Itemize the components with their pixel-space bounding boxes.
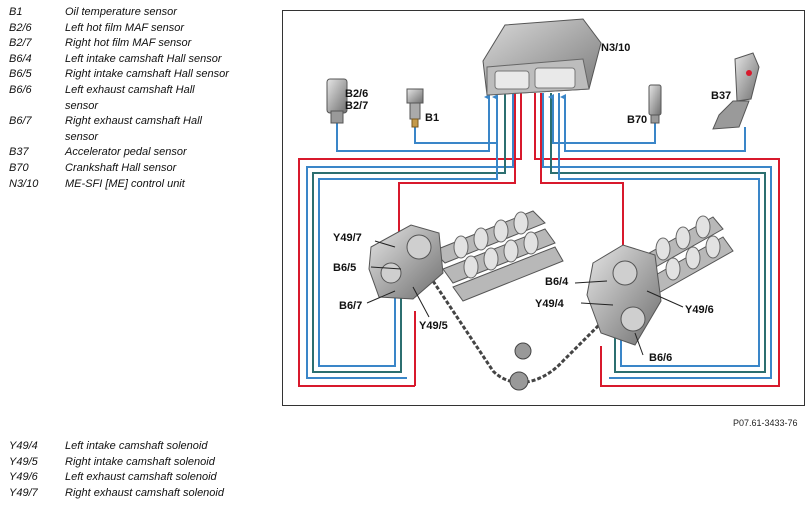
legend-description: Right intake camshaft solenoid [65, 455, 215, 468]
label-b37: B37 [711, 90, 731, 102]
legend-description: Accelerator pedal sensor [65, 146, 187, 159]
legend-row: Y49/4 Left intake camshaft solenoid [9, 439, 255, 455]
label-b70: B70 [627, 114, 647, 126]
wire-b37 [560, 94, 746, 152]
sensor-b37-pedal-graphic [712, 52, 760, 130]
label-y49-5: Y49/5 [419, 320, 448, 332]
label-y49-6: Y49/6 [685, 304, 714, 316]
legend-description: Oil temperature sensor [65, 6, 177, 18]
legend-code: B6/5 [9, 68, 32, 81]
wire-b2 [336, 94, 490, 152]
engine-camshafts-graphic [368, 210, 734, 391]
legend-code: B70 [9, 161, 29, 174]
legend-description: ME-SFI [ME] control unit [65, 177, 185, 190]
sensor-b1-graphic [406, 88, 424, 128]
legend-code: B2/6 [9, 21, 32, 34]
wire-right-blue-1 [542, 93, 772, 379]
ecu-n3-10-graphic [482, 18, 602, 96]
legend-row: Y49/7 Right exhaust camshaft solenoid [9, 486, 255, 502]
legend-description: Crankshaft Hall sensor [65, 161, 177, 174]
wire-b1 [414, 94, 498, 144]
legend-row: B2/6 Left hot film MAF sensor [9, 21, 255, 37]
legend-row: B6/4 Left intake camshaft Hall sensor [9, 52, 255, 68]
diagram-canvas: N3/10 B2/6 B2/7 B1 B70 B37 [298, 18, 780, 391]
legend-description: Right exhaust camshaft solenoid [65, 486, 224, 499]
legend-row: B2/7 Right hot film MAF sensor [9, 36, 255, 52]
legend-code: B2/7 [9, 37, 32, 50]
legend-description: Right exhaust camshaft Hall sensor [65, 115, 202, 143]
legend-description: Left hot film MAF sensor [65, 21, 185, 34]
legend-code: B6/7 [9, 115, 32, 128]
wire-left-teal [312, 93, 506, 373]
label-n3-10: N3/10 [601, 42, 630, 54]
legend-description: Left exhaust camshaft solenoid [65, 471, 217, 484]
camshaft-system-diagram: N3/10 B2/6 B2/7 B1 B70 B37 [282, 10, 805, 406]
wire-red-to-y49-4 [540, 93, 624, 251]
legend-description: Left exhaust camshaft Hall sensor [65, 83, 195, 112]
legend-code: N3/10 [9, 177, 39, 190]
label-b2-7: B2/7 [345, 100, 368, 112]
label-b6-7: B6/7 [339, 300, 362, 312]
wire-right-blue-2 [558, 93, 760, 367]
legend-description: Right intake camshaft Hall sensor [65, 68, 229, 81]
wiring [298, 93, 780, 387]
legend-code: Y49/4 [9, 440, 38, 452]
label-b6-6: B6/6 [649, 352, 672, 364]
label-b6-5: B6/5 [333, 262, 356, 274]
legend-row: Y49/6 Left exhaust camshaft solenoid [9, 470, 255, 486]
legend-row: N3/10 ME-SFI [ME] control unit [9, 177, 255, 193]
figure-reference-number: P07.61-3433-76 [733, 418, 798, 428]
sensor-b70-graphic [648, 84, 662, 124]
leader-lines [366, 240, 684, 356]
component-legend-top: B1 Oil temperature sensor B2/6 Left hot fi… [9, 5, 255, 192]
legend-row: Y49/5 Right intake camshaft solenoid [9, 455, 255, 471]
legend-description: Left intake camshaft solenoid [65, 440, 208, 452]
legend-row: B6/5 Right intake camshaft Hall sensor [9, 67, 255, 83]
legend-code: Y49/7 [9, 486, 38, 499]
legend-description: Left intake camshaft Hall sensor [65, 52, 222, 65]
wire-right-teal [550, 93, 766, 373]
legend-description: Right hot film MAF sensor [65, 37, 192, 50]
label-b2-6: B2/6 [345, 88, 368, 100]
wire-left-blue-1 [306, 93, 514, 379]
wire-left-outer-red [298, 93, 522, 387]
legend-row: B6/7 Right exhaust camshaft Hall sensor [9, 114, 255, 145]
legend-code: B6/6 [9, 83, 32, 96]
wire-red-to-y49-7 [398, 93, 516, 233]
legend-row: B70 Crankshaft Hall sensor [9, 161, 255, 177]
legend-code: B37 [9, 146, 29, 159]
label-y49-4: Y49/4 [535, 298, 565, 310]
label-b1: B1 [425, 112, 439, 124]
legend-code: B6/4 [9, 52, 32, 65]
label-y49-7: Y49/7 [333, 232, 362, 244]
legend-code: B1 [9, 6, 23, 18]
label-b6-4: B6/4 [545, 276, 569, 288]
legend-code: Y49/6 [9, 471, 38, 484]
wire-left-blue-2 [318, 93, 498, 367]
wire-b70 [548, 94, 656, 144]
component-legend-bottom: Y49/4 Left intake camshaft solenoid Y49/5… [9, 439, 255, 501]
legend-row: B6/6 Left exhaust camshaft Hall sensor [9, 83, 255, 114]
sensor-b2-graphic [326, 78, 348, 124]
legend-row: B1 Oil temperature sensor [9, 5, 255, 21]
wire-right-outer-red [534, 93, 780, 387]
legend-row: B37 Accelerator pedal sensor [9, 145, 255, 161]
legend-code: Y49/5 [9, 455, 38, 468]
